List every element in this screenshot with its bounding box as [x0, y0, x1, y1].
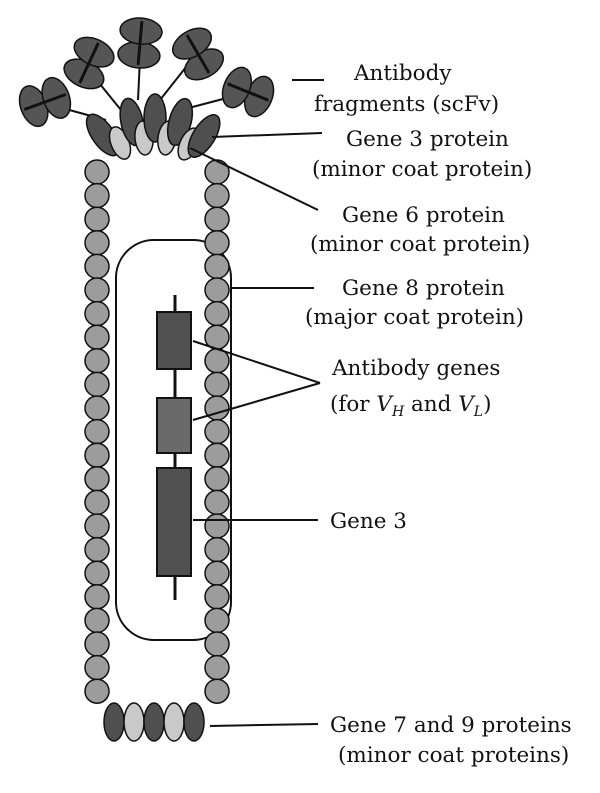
coat-protein-left	[84, 230, 110, 256]
coat-protein-right	[204, 631, 230, 657]
scfv-fragments	[18, 17, 275, 128]
coat-protein-right	[204, 418, 230, 445]
scfv-fragment	[171, 27, 225, 81]
coat-protein-left	[84, 371, 110, 398]
coat-protein-right	[204, 182, 230, 209]
coat-protein-left	[84, 442, 110, 468]
label-gene3: Gene 3	[330, 509, 407, 534]
coat-protein-left	[84, 277, 110, 303]
coat-protein-left	[84, 607, 110, 634]
gene79-protein	[183, 702, 205, 742]
gene79-protein	[163, 702, 185, 742]
label-gene79-proteins-1: Gene 7 and 9 proteins	[330, 713, 572, 738]
coat-proteins-left	[84, 159, 110, 704]
coat-protein-right	[204, 536, 230, 563]
coat-protein-right	[204, 607, 230, 634]
antibody-gene-vh-block	[156, 311, 192, 370]
label-gene79-proteins-2: (minor coat proteins)	[338, 743, 569, 768]
gene3-block	[156, 467, 192, 577]
coat-proteins-right	[204, 159, 230, 704]
coat-protein-right	[204, 300, 230, 327]
coat-protein-right	[204, 678, 230, 704]
coat-protein-right	[204, 654, 230, 681]
coat-protein-left	[84, 159, 110, 185]
label-gene6-protein-2: (minor coat protein)	[310, 232, 530, 257]
label-gene3-protein-2: (minor coat protein)	[312, 157, 532, 182]
coat-protein-right	[204, 371, 230, 398]
coat-protein-left	[84, 418, 110, 445]
coat-protein-left	[84, 584, 110, 610]
scfv-fragment	[18, 76, 72, 128]
label-gene3-protein-1: Gene 3 protein	[346, 127, 509, 152]
coat-protein-left	[84, 654, 110, 681]
coat-protein-left	[84, 324, 110, 350]
gene79-protein	[123, 702, 145, 742]
coat-protein-right	[204, 466, 230, 492]
coat-protein-left	[84, 300, 110, 327]
coat-protein-right	[204, 560, 230, 586]
tip-proteins-top	[85, 93, 221, 161]
coat-protein-left	[84, 678, 110, 704]
gene79-protein	[143, 702, 165, 742]
antibody-gene-vl-block	[156, 397, 192, 454]
coat-protein-left	[84, 631, 110, 657]
coat-protein-right	[204, 442, 230, 468]
coat-protein-left	[84, 536, 110, 563]
gene3-protein	[187, 114, 221, 158]
coat-protein-left	[84, 489, 110, 516]
label-gene8-protein-1: Gene 8 protein	[342, 276, 505, 301]
coat-protein-right	[204, 206, 230, 232]
label-gene8-protein-2: (major coat protein)	[305, 305, 524, 330]
coat-protein-right	[204, 489, 230, 516]
tip-proteins-bottom	[103, 702, 205, 742]
coat-protein-right	[204, 277, 230, 303]
coat-protein-left	[84, 182, 110, 209]
leader-lines	[189, 79, 324, 727]
coat-protein-right	[204, 230, 230, 256]
gene79-protein	[103, 702, 125, 742]
coat-protein-right	[204, 513, 230, 539]
scfv-fragment	[63, 36, 115, 90]
label-antibody-genes-1: Antibody genes	[331, 356, 500, 381]
label-gene6-protein-1: Gene 6 protein	[342, 203, 505, 228]
coat-protein-right	[204, 253, 230, 280]
coat-protein-left	[84, 206, 110, 232]
coat-protein-left	[84, 395, 110, 421]
label-antibody-fragments-2: fragments (scFv)	[314, 92, 499, 117]
coat-protein-right	[204, 584, 230, 610]
coat-protein-right	[204, 159, 230, 185]
genome-loop	[115, 239, 232, 641]
scfv-fragment	[221, 66, 275, 118]
coat-protein-left	[84, 253, 110, 280]
coat-protein-left	[84, 348, 110, 374]
label-antibody-genes-2: (for VH and VL)	[330, 392, 491, 420]
coat-protein-left	[84, 466, 110, 492]
scfv-fragment	[117, 17, 163, 69]
coat-protein-left	[84, 560, 110, 586]
label-antibody-fragments-1: Antibody	[353, 61, 452, 86]
coat-protein-left	[84, 513, 110, 539]
